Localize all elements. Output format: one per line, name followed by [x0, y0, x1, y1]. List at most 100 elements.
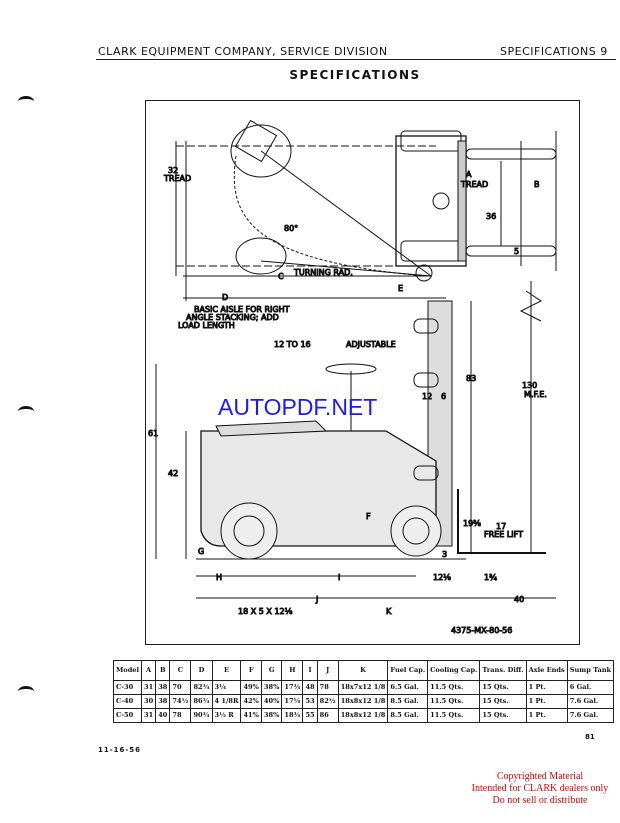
table-cell: 3¼: [211, 680, 242, 695]
column-header: H: [281, 660, 304, 681]
copyright-line: Intended for CLARK dealers only: [471, 783, 609, 794]
running-header-left: CLARK EQUIPMENT COMPANY, SERVICE DIVISIO…: [98, 45, 388, 58]
binder-hole-icon: [18, 406, 34, 417]
dim-32: 32: [168, 166, 178, 175]
column-header: Sump Tank: [566, 660, 615, 681]
dim-angle: 80°: [284, 224, 298, 233]
dim-mfe: M.F.E.: [524, 390, 547, 399]
column-header: D: [190, 660, 213, 681]
dim-1-3-4: 1¾: [484, 573, 497, 582]
dim-19: 19⅜: [463, 519, 481, 528]
table-cell: 6.5 Gal.: [387, 680, 429, 695]
table-cell: 1 Pt.: [525, 694, 568, 709]
table-cell: 11.5 Qts.: [427, 708, 481, 723]
table-cell: 90¾: [190, 708, 213, 723]
column-header: Model: [112, 660, 143, 681]
forklift-dimension-drawing: 32 TREAD A TREAD B 36 5 80° C TURNING RA…: [148, 119, 557, 636]
top-view: [175, 119, 557, 301]
table-cell: 31: [141, 680, 157, 695]
dim-steer: 12 TO 16: [274, 340, 311, 349]
side-view: [155, 281, 556, 599]
dim-40: 40: [514, 595, 524, 604]
column-header: F: [240, 660, 262, 681]
table-cell: 11.5 Qts.: [427, 694, 481, 709]
dim-e: E: [398, 284, 403, 293]
table-cell: 86¾: [190, 694, 213, 709]
table-cell: 40: [155, 708, 171, 723]
aisle-note-1: BASIC AISLE FOR RIGHT: [194, 305, 290, 314]
table-cell: 78: [169, 708, 192, 723]
binder-hole-icon: [18, 96, 34, 107]
running-header-right: SPECIFICATIONS 9: [500, 45, 608, 58]
dim-j: J: [315, 595, 318, 604]
table-cell: 4 1/8R: [211, 694, 242, 709]
dim-61: 61: [148, 429, 158, 438]
dim-turning-rad: TURNING RAD.: [293, 268, 353, 277]
table-cell: 18x7x12 1/8: [337, 680, 389, 695]
table-cell: 18x8x12 1/8: [337, 708, 389, 723]
table-cell: 1 Pt.: [525, 680, 568, 695]
drawing-number: 4375-MX-80-56: [451, 626, 512, 635]
table-cell: 42%: [240, 694, 262, 709]
dim-h: H: [216, 573, 222, 582]
dim-17: 17: [496, 522, 506, 531]
table-cell: 38: [155, 680, 171, 695]
dim-42: 42: [168, 469, 178, 478]
table-cell: 17¼: [281, 694, 304, 709]
table-cell: 82¾: [190, 680, 213, 695]
column-header: J: [316, 660, 339, 681]
dim-5: 5: [514, 247, 519, 256]
copyright-line: Copyrighted Material: [496, 771, 584, 782]
copyright-notice: Copyrighted Material Intended for CLARK …: [420, 771, 620, 807]
table-cell: C-40: [112, 694, 143, 709]
tire-size: 18 X 5 X 12⅛: [238, 607, 293, 616]
revision-date: 11-16-56: [98, 746, 142, 754]
header-rule: [96, 59, 616, 60]
table-cell: 7.6 Gal.: [566, 694, 615, 709]
table-cell: 18x8x12 1/8: [337, 694, 389, 709]
dim-f: F: [366, 512, 371, 521]
column-header: K: [337, 660, 389, 681]
dim-g: G: [198, 547, 204, 556]
dim-adjustable: ADJUSTABLE: [346, 340, 396, 349]
dim-83: 83: [466, 374, 476, 383]
binder-hole-icon: [18, 686, 34, 697]
table-cell: C-50: [112, 708, 143, 723]
column-header: Cooling Cap.: [427, 660, 481, 681]
table-cell: 30: [141, 694, 157, 709]
page-title: SPECIFICATIONS: [289, 68, 421, 82]
column-header: Trans. Diff.: [479, 660, 527, 681]
table-cell: 11.5 Qts.: [427, 680, 481, 695]
table-cell: 74½: [169, 694, 192, 709]
table-cell: 82½: [316, 694, 339, 709]
table-cell: C-30: [112, 680, 143, 695]
aisle-note-2: ANGLE STACKING; ADD: [186, 313, 279, 322]
dim-free-lift: FREE LIFT: [484, 530, 523, 539]
dim-3: 3: [442, 550, 447, 559]
dim-k: K: [386, 607, 392, 616]
drawing-frame: 32 TREAD A TREAD B 36 5 80° C TURNING RA…: [145, 100, 580, 645]
column-header: C: [169, 660, 192, 681]
dim-32-tread: TREAD: [163, 174, 191, 183]
dim-c: C: [278, 272, 284, 281]
column-header: B: [155, 660, 171, 681]
table-cell: 49%: [240, 680, 262, 695]
table-cell: 48: [302, 680, 318, 695]
column-header: Axle Ends: [525, 660, 568, 681]
table-cell: 15 Qts.: [479, 708, 527, 723]
table-cell: 8.5 Gal.: [387, 708, 429, 723]
table-cell: 86: [316, 708, 339, 723]
column-header: A: [141, 660, 157, 681]
table-cell: 15 Qts.: [479, 680, 527, 695]
column-header: Fuel Cap.: [387, 660, 429, 681]
dim-12-1-8: 12⅛: [433, 573, 451, 582]
aisle-note-3: LOAD LENGTH: [178, 321, 235, 330]
table-cell: 3½ R: [211, 708, 242, 723]
dim-36: 36: [486, 212, 496, 221]
table-cell: 70: [169, 680, 192, 695]
